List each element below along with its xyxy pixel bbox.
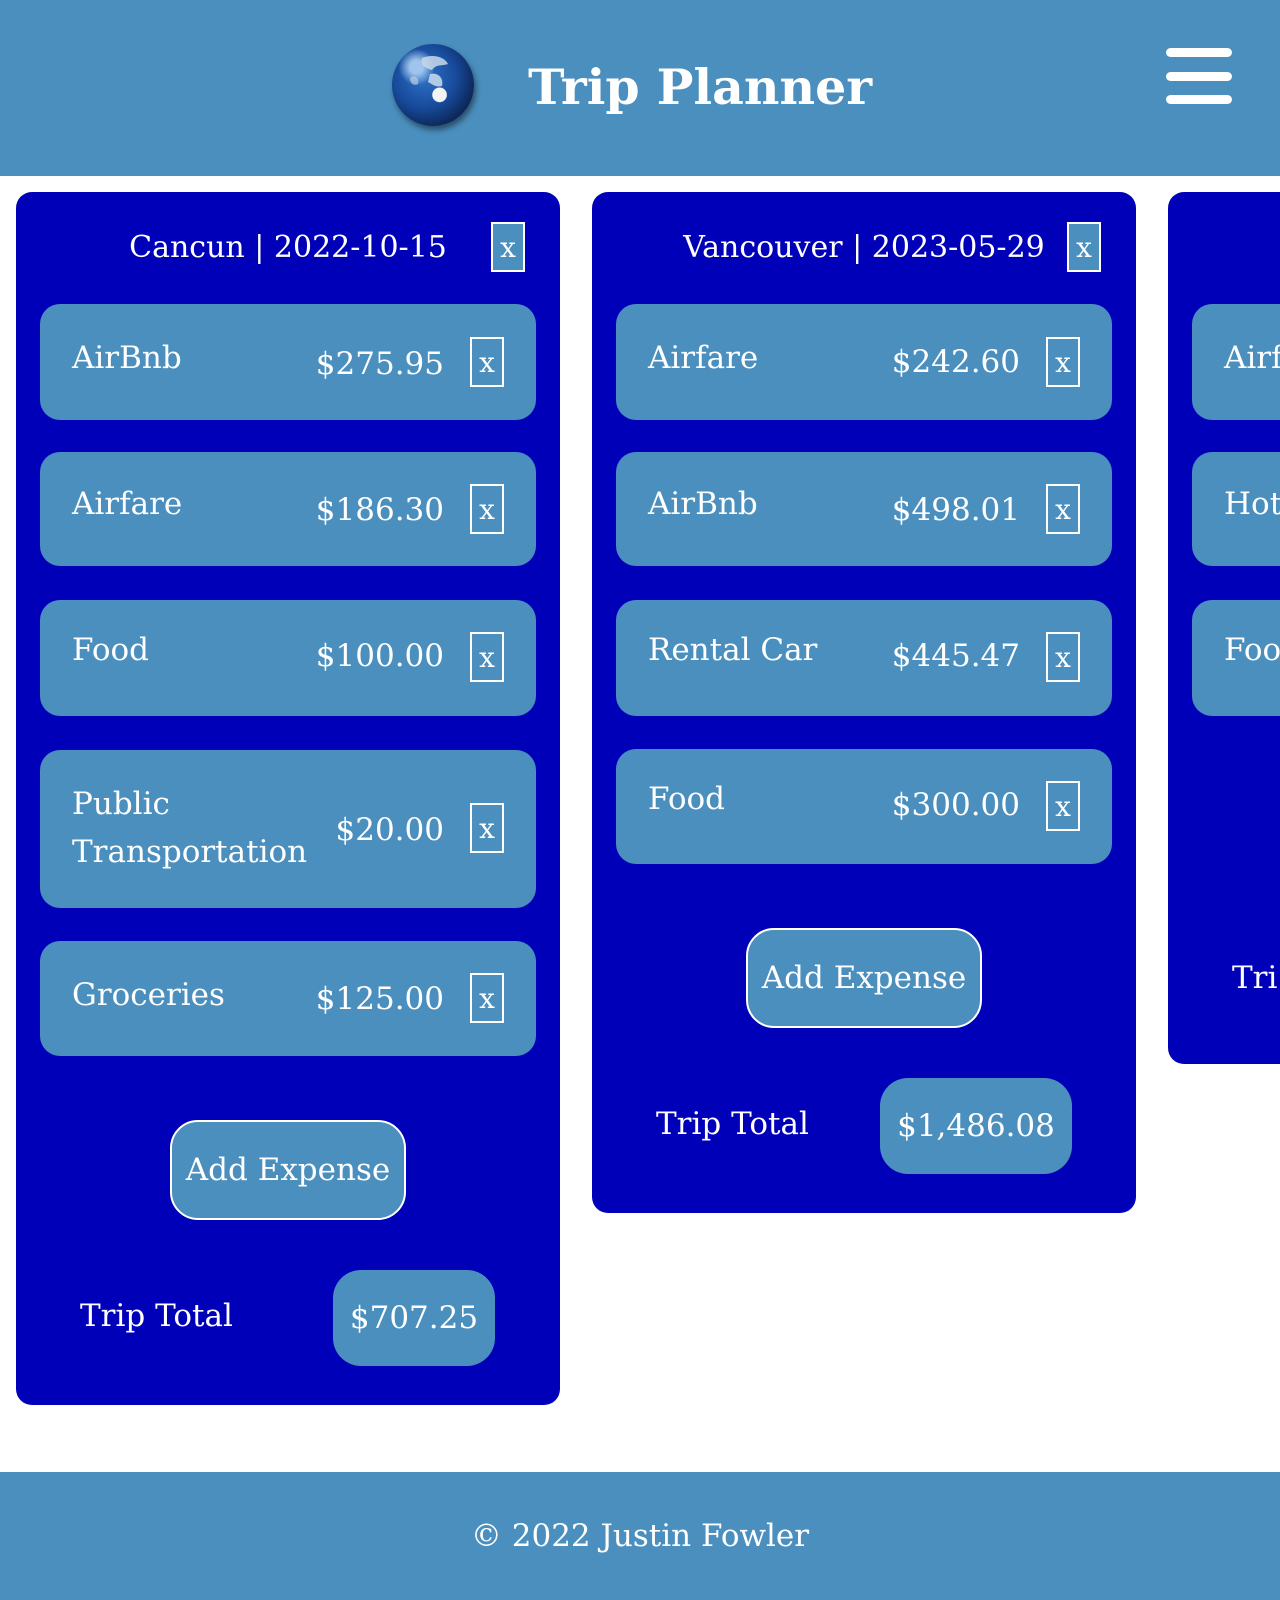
- trip-total-label: Trip Total: [80, 1298, 233, 1334]
- globe-icon: [392, 44, 474, 126]
- trip-total-label: Trip Total: [656, 1106, 809, 1142]
- expense-name: Public Transportation: [72, 780, 307, 876]
- trip-total-label: Tri: [1232, 960, 1278, 996]
- expense-amount: $125.00: [315, 981, 444, 1017]
- expense-amount: $275.95: [315, 346, 444, 382]
- trip-card-cancun: Cancun | 2022-10-15 x AirBnb $275.95 x A…: [16, 192, 560, 1405]
- remove-expense-button[interactable]: x: [1046, 632, 1080, 682]
- expense-name: Food: [72, 632, 149, 668]
- remove-expense-button[interactable]: x: [470, 803, 504, 853]
- expense-name: Airfare: [72, 486, 183, 522]
- expense-item: Food $100.00 x: [40, 600, 536, 716]
- expense-name: AirBnb: [648, 486, 758, 522]
- expense-item: Airfare $186.30 x: [40, 452, 536, 566]
- remove-trip-button[interactable]: x: [491, 222, 525, 272]
- expense-name: Hot: [1224, 486, 1280, 522]
- menu-bar: [1166, 72, 1232, 81]
- expense-item: Food $300.00 x: [616, 749, 1112, 864]
- trip-header: Vancouver | 2023-05-29 x: [592, 222, 1136, 278]
- remove-expense-button[interactable]: x: [470, 337, 504, 387]
- expense-item: Foo: [1192, 600, 1280, 716]
- expense-name: Foo: [1224, 632, 1280, 668]
- remove-expense-button[interactable]: x: [1046, 781, 1080, 831]
- expense-name: Airf: [1224, 340, 1280, 376]
- remove-trip-button[interactable]: x: [1067, 222, 1101, 272]
- expense-amount: $498.01: [891, 492, 1020, 528]
- trip-total-value: $1,486.08: [880, 1078, 1072, 1174]
- hamburger-menu-icon[interactable]: [1166, 48, 1232, 106]
- expense-amount: $20.00: [335, 812, 444, 848]
- app-footer: © 2022 Justin Fowler: [0, 1472, 1280, 1600]
- expense-amount: $300.00: [891, 787, 1020, 823]
- trip-card-partial: Airf Hot Foo Tri: [1168, 192, 1280, 1064]
- remove-expense-button[interactable]: x: [1046, 337, 1080, 387]
- menu-bar: [1166, 48, 1232, 57]
- remove-expense-button[interactable]: x: [1046, 484, 1080, 534]
- trip-total-value: $707.25: [333, 1270, 495, 1366]
- expense-name: Food: [648, 781, 725, 817]
- expense-item: Groceries $125.00 x: [40, 941, 536, 1056]
- expense-item: Airf: [1192, 304, 1280, 420]
- menu-bar: [1166, 95, 1232, 104]
- remove-expense-button[interactable]: x: [470, 484, 504, 534]
- trip-header: Cancun | 2022-10-15 x: [16, 222, 560, 278]
- expense-item: Rental Car $445.47 x: [616, 600, 1112, 716]
- add-expense-button[interactable]: Add Expense: [170, 1120, 406, 1220]
- app-title: Trip Planner: [528, 58, 873, 116]
- trip-title: Cancun | 2022-10-15: [129, 230, 447, 265]
- expense-item: AirBnb $275.95 x: [40, 304, 536, 420]
- expense-amount: $242.60: [891, 344, 1020, 380]
- expense-name-line: Public: [72, 786, 170, 822]
- remove-expense-button[interactable]: x: [470, 973, 504, 1023]
- remove-expense-button[interactable]: x: [470, 632, 504, 682]
- trip-card-vancouver: Vancouver | 2023-05-29 x Airfare $242.60…: [592, 192, 1136, 1213]
- expense-amount: $445.47: [891, 638, 1020, 674]
- expense-item: Airfare $242.60 x: [616, 304, 1112, 420]
- expense-amount: $100.00: [315, 638, 444, 674]
- expense-name: Groceries: [72, 977, 225, 1013]
- add-expense-button[interactable]: Add Expense: [746, 928, 982, 1028]
- expense-item: AirBnb $498.01 x: [616, 452, 1112, 566]
- expense-name: Rental Car: [648, 632, 818, 668]
- expense-name-line: Transportation: [72, 834, 308, 870]
- copyright-text: © 2022 Justin Fowler: [470, 1518, 810, 1554]
- expense-amount: $186.30: [315, 492, 444, 528]
- trip-title: Vancouver | 2023-05-29: [683, 230, 1045, 265]
- expense-item: Public Transportation $20.00 x: [40, 750, 536, 908]
- expense-item: Hot: [1192, 452, 1280, 566]
- app-header: Trip Planner: [0, 0, 1280, 176]
- expense-name: Airfare: [648, 340, 759, 376]
- expense-name: AirBnb: [72, 340, 182, 376]
